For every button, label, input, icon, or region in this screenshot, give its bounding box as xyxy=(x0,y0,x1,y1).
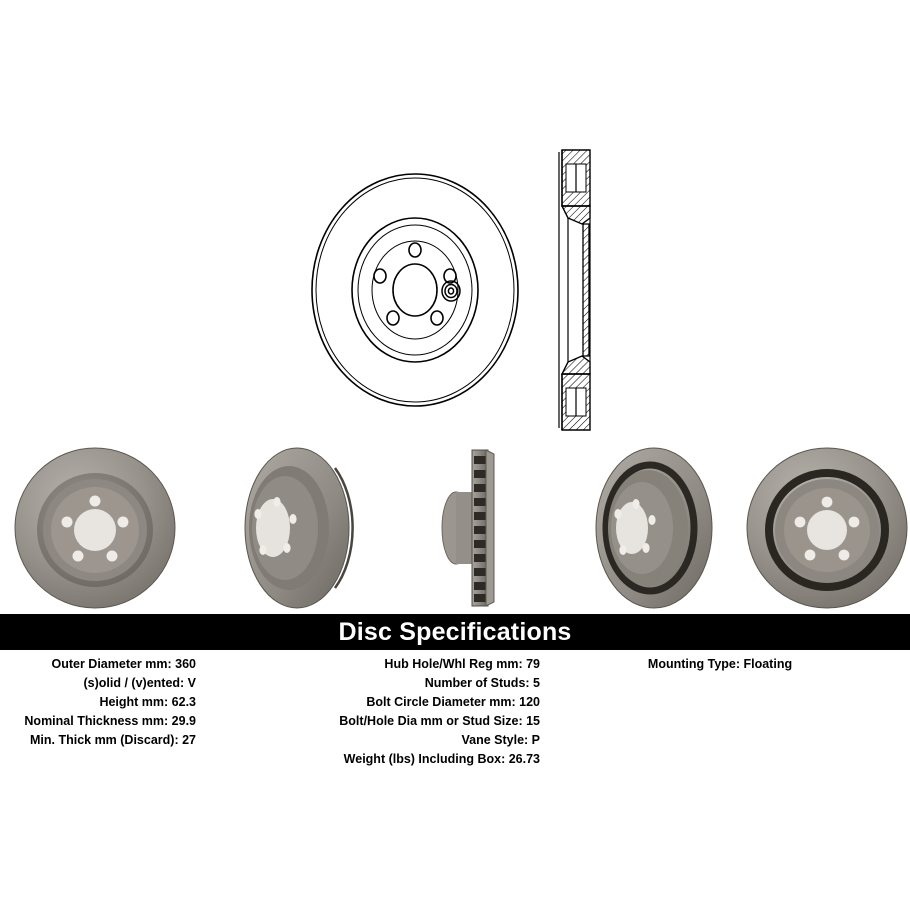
spec-column-2: Hub Hole/Whl Reg mm: 79 Number of Studs:… xyxy=(300,655,540,769)
spec-banner: Disc Specifications xyxy=(0,614,910,650)
locating-pin-detail xyxy=(441,280,461,302)
rotor-photo-angled-friction xyxy=(570,440,735,615)
spec-row: Bolt Circle Diameter mm: 120 xyxy=(366,695,540,709)
rotor-photo-angled-hub-side xyxy=(215,440,380,615)
spec-column-1: Outer Diameter mm: 360 (s)olid / (v)ente… xyxy=(0,655,196,750)
page-title: Disc Specifications xyxy=(338,617,572,646)
rotor-cross-section xyxy=(558,149,591,431)
technical-drawing xyxy=(300,140,630,440)
spec-table: Outer Diameter mm: 360 (s)olid / (v)ente… xyxy=(0,655,910,805)
spec-row: Weight (lbs) Including Box: 26.73 xyxy=(343,752,540,766)
spec-row: (s)olid / (v)ented: V xyxy=(83,676,197,690)
rotor-photo-front-vented xyxy=(745,440,910,615)
product-photo-row xyxy=(0,440,910,615)
rotor-face-view xyxy=(311,173,519,407)
spec-row: Outer Diameter mm: 360 xyxy=(51,657,196,671)
stud-holes xyxy=(373,242,457,326)
spec-row: Bolt/Hole Dia mm or Stud Size: 15 xyxy=(339,714,540,728)
spec-row: Number of Studs: 5 xyxy=(424,676,540,690)
spec-row: Nominal Thickness mm: 29.9 xyxy=(24,714,196,728)
rotor-photo-front-face xyxy=(8,440,183,615)
spec-row: Height mm: 62.3 xyxy=(99,695,196,709)
spec-row: Min. Thick mm (Discard): 27 xyxy=(29,733,196,747)
spec-column-3: Mounting Type: Floating xyxy=(600,655,840,674)
spec-row: Vane Style: P xyxy=(461,733,540,747)
spec-row: Hub Hole/Whl Reg mm: 79 xyxy=(384,657,540,671)
spec-row: Mounting Type: Floating xyxy=(647,657,793,671)
rotor-photo-edge-on-vanes xyxy=(420,440,530,615)
